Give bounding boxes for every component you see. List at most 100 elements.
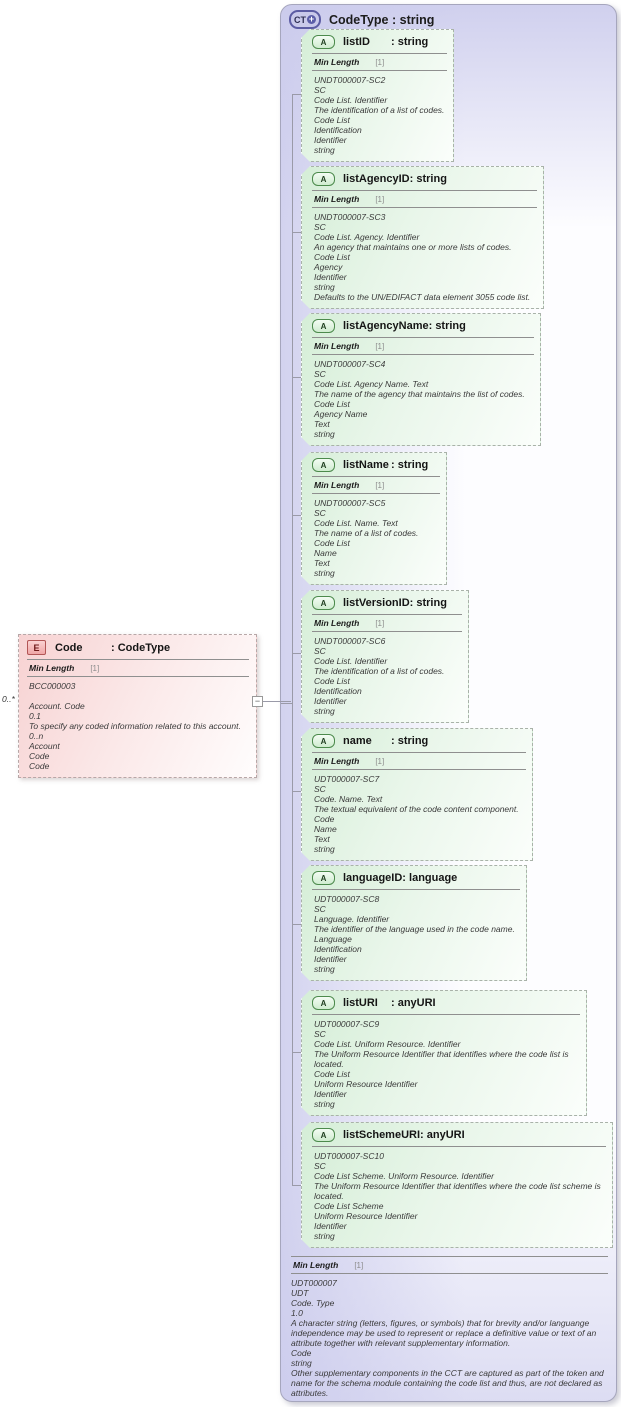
annotation-line: Identifier bbox=[314, 696, 347, 706]
annotation-line: Code. Name. Text bbox=[314, 794, 383, 804]
annotation-line: Account bbox=[29, 741, 60, 751]
attr-type: : language bbox=[402, 872, 458, 884]
annotation-line: The textual equivalent of the code conte… bbox=[314, 804, 519, 814]
facet-value: [1] bbox=[375, 481, 385, 490]
annotation-line: SC bbox=[314, 85, 326, 95]
divider bbox=[312, 752, 526, 753]
expand-icon[interactable]: + bbox=[307, 14, 316, 24]
attr-type: : string bbox=[409, 173, 447, 185]
element-title: E Code: CodeType bbox=[25, 638, 251, 658]
annotation-line: string bbox=[314, 964, 335, 974]
complextype-header: CT + CodeType : string bbox=[289, 10, 434, 29]
annotation-line: Identification bbox=[314, 944, 362, 954]
divider bbox=[312, 207, 537, 208]
annotation-line: SC bbox=[314, 222, 326, 232]
attr-box-name[interactable]: A name: string Min Length [1] UDT000007-… bbox=[301, 728, 533, 861]
facet-label: Min Length bbox=[314, 756, 360, 766]
annotation-line: An agency that maintains one or more lis… bbox=[314, 242, 512, 252]
annotation-line: Identification bbox=[314, 125, 362, 135]
connector-stub bbox=[292, 515, 301, 516]
connector-stub bbox=[292, 94, 301, 95]
annotation-line: Code bbox=[29, 761, 50, 771]
attr-title: A listName: string bbox=[310, 456, 442, 475]
annotation-line: UNDT000007-SC3 bbox=[314, 212, 386, 222]
attr-box-listagencyid[interactable]: A listAgencyID: string Min Length [1] UN… bbox=[301, 166, 544, 309]
facet-label: Min Length bbox=[314, 341, 360, 351]
annotation-line: Code List bbox=[314, 399, 350, 409]
divider bbox=[312, 614, 462, 615]
attr-box-listversionid[interactable]: A listVersionID: string Min Length [1] U… bbox=[301, 590, 469, 723]
annotation-line: Identification bbox=[314, 686, 362, 696]
annotation-line: 1.0 bbox=[291, 1308, 303, 1318]
attr-name: listName bbox=[343, 459, 389, 471]
divider bbox=[312, 631, 462, 632]
attr-name: listURI bbox=[343, 997, 378, 1009]
facet-value: [1] bbox=[375, 619, 385, 628]
attr-box-listagencyname[interactable]: A listAgencyName: string Min Length [1] … bbox=[301, 313, 541, 446]
element-type: : CodeType bbox=[111, 641, 171, 654]
connector-stub bbox=[292, 232, 301, 233]
attr-title: A listSchemeURI: anyURI bbox=[310, 1126, 608, 1145]
divider bbox=[291, 1256, 608, 1257]
annotation-line: Code List. Name. Text bbox=[314, 518, 398, 528]
annotation-line: Uniform Resource Identifier bbox=[314, 1211, 418, 1221]
annotation-line: The Uniform Resource Identifier that ide… bbox=[314, 1049, 569, 1069]
annotation-line: Code List. Identifier bbox=[314, 95, 388, 105]
facet-value: [1] bbox=[354, 1261, 364, 1270]
facet-row: Min Length [1] bbox=[310, 192, 539, 206]
attr-type: : anyURI bbox=[391, 997, 436, 1009]
attribute-icon: A bbox=[312, 871, 335, 885]
attr-name: listAgencyID bbox=[343, 173, 410, 185]
annotation-line: Uniform Resource Identifier bbox=[314, 1079, 418, 1089]
attribute-icon: A bbox=[312, 319, 335, 333]
attribute-icon: A bbox=[312, 996, 335, 1010]
divider bbox=[291, 1273, 608, 1274]
annotation-line: Code List bbox=[314, 1069, 350, 1079]
annotation-line: SC bbox=[314, 904, 326, 914]
attr-name: listID bbox=[343, 36, 370, 48]
annotation-line: Agency Name bbox=[314, 409, 368, 419]
attribute-icon: A bbox=[312, 596, 335, 610]
divider bbox=[312, 354, 534, 355]
annotation-line: Code bbox=[291, 1348, 312, 1358]
attr-title: A listID: string bbox=[310, 33, 449, 52]
minus-icon: − bbox=[254, 696, 261, 706]
attr-box-listname[interactable]: A listName: string Min Length [1] UNDT00… bbox=[301, 452, 447, 585]
annotation-line: UDT000007-SC9 bbox=[314, 1019, 380, 1029]
annotation-line: Account. Code bbox=[29, 701, 85, 711]
annotation-line: Language. Identifier bbox=[314, 914, 390, 924]
divider bbox=[312, 337, 534, 338]
connector-stub bbox=[292, 924, 301, 925]
annotation-line: string bbox=[314, 429, 335, 439]
complextype-codetype-box[interactable]: CT + CodeType : string A listID: string … bbox=[280, 4, 617, 1402]
annotation-line: Code List bbox=[314, 676, 350, 686]
attr-title: A languageID: language bbox=[310, 869, 522, 888]
annotation-line: Code List. Identifier bbox=[314, 656, 388, 666]
facet-label: Min Length bbox=[293, 1260, 339, 1270]
collapse-toggle[interactable]: − bbox=[252, 696, 263, 707]
annotation-line: Code List bbox=[314, 115, 350, 125]
complextype-icon: CT + bbox=[289, 10, 321, 29]
divider bbox=[312, 476, 440, 477]
annotation-line: Identifier bbox=[314, 272, 347, 282]
annotation-line: UNDT000007-SC6 bbox=[314, 636, 386, 646]
annotation-line: To specify any coded information related… bbox=[29, 721, 241, 731]
element-box-code[interactable]: E Code: CodeType Min Length [1] BCC00000… bbox=[18, 634, 257, 778]
divider bbox=[312, 493, 440, 494]
attr-box-listid[interactable]: A listID: string Min Length [1] UNDT0000… bbox=[301, 29, 454, 162]
annotation-line: string bbox=[314, 1231, 335, 1241]
annotation-line: Name bbox=[314, 824, 337, 834]
annotation-line: SC bbox=[314, 1161, 326, 1171]
